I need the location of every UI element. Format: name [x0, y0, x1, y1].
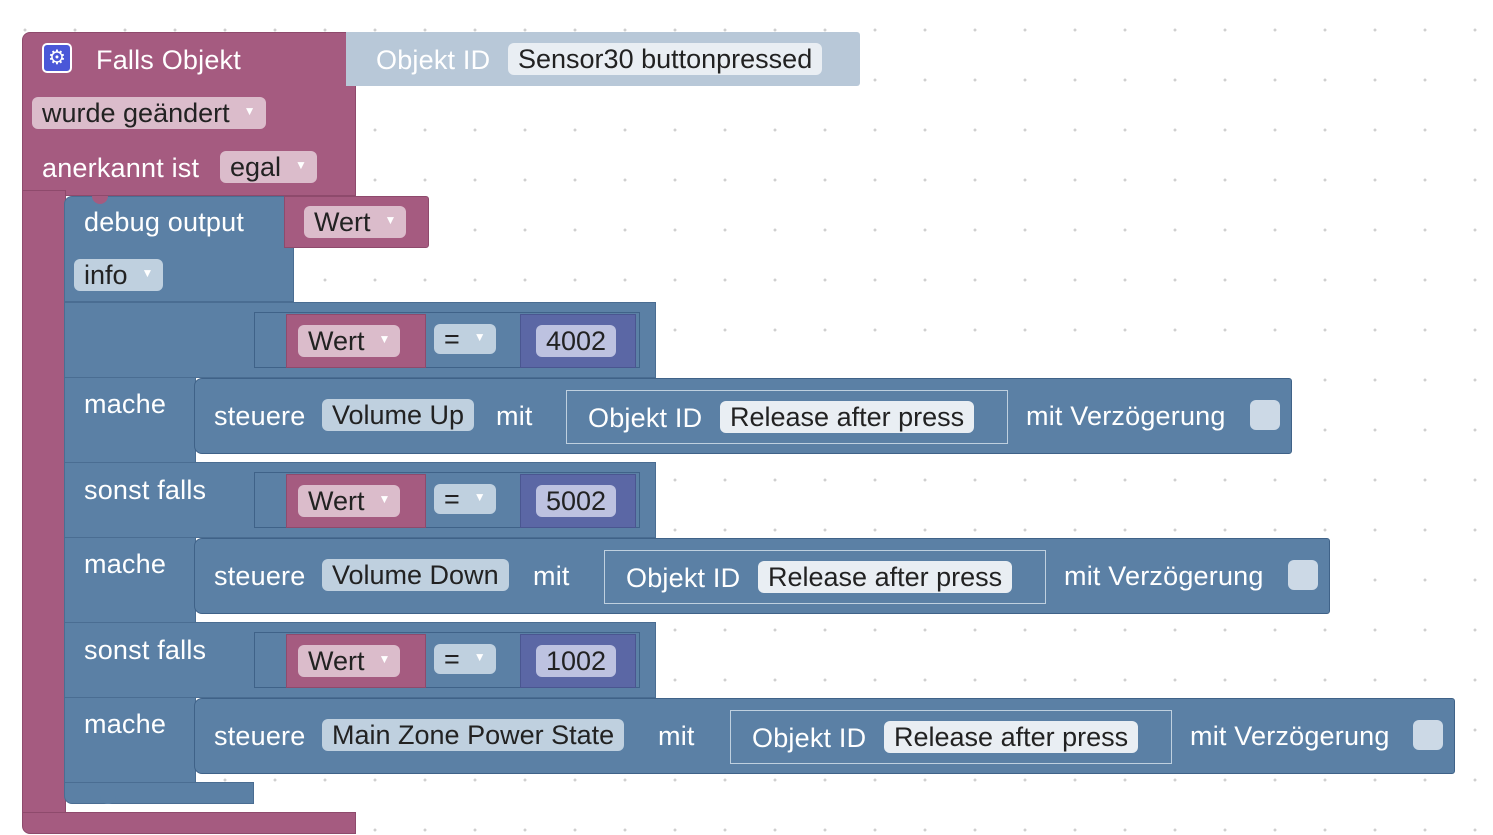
- steuere-obj-value-2[interactable]: Release after press: [758, 561, 1013, 593]
- trigger-dropdown[interactable]: wurde geändert ▼: [32, 97, 266, 129]
- connection-notch: [92, 196, 108, 204]
- ack-dropdown-value: egal: [230, 152, 282, 182]
- mache-label: mache: [84, 709, 167, 739]
- compare-var-value: Wert: [308, 646, 365, 676]
- steuere-obj-label: Objekt ID: [752, 723, 867, 753]
- compare-op-value: =: [444, 324, 460, 354]
- connection-notch: [100, 796, 116, 804]
- event-block-footer[interactable]: [22, 812, 356, 834]
- mache-label: mache: [84, 389, 167, 419]
- if-block-spine[interactable]: [64, 302, 196, 788]
- mit-label: mit: [658, 721, 695, 751]
- compare-op-dropdown-3[interactable]: = ▼: [434, 644, 496, 674]
- delay-checkbox-3[interactable]: [1413, 720, 1443, 750]
- compare-op-value: =: [444, 484, 460, 514]
- sonst-falls-label: sonst falls: [84, 475, 207, 505]
- dropdown-caret-icon: ▼: [141, 266, 154, 280]
- steuere-target-2[interactable]: Volume Down: [322, 559, 509, 591]
- debug-var-value: Wert: [314, 207, 371, 237]
- compare-op-value: =: [444, 644, 460, 674]
- dropdown-caret-icon: ▼: [473, 330, 486, 344]
- steuere-label: steuere: [214, 721, 306, 751]
- number-value-3[interactable]: 1002: [536, 645, 617, 677]
- compare-var-value: Wert: [308, 486, 365, 516]
- delay-checkbox-1[interactable]: [1250, 400, 1280, 430]
- debug-level-dropdown[interactable]: info ▼: [74, 259, 164, 291]
- event-block-spine[interactable]: [22, 190, 66, 816]
- dropdown-caret-icon: ▼: [473, 490, 486, 504]
- trigger-dropdown-value: wurde geändert: [42, 98, 230, 128]
- dropdown-caret-icon: ▼: [295, 158, 307, 172]
- delay-label: mit Verzögerung: [1064, 561, 1264, 591]
- steuere-obj-value-1[interactable]: Release after press: [720, 401, 975, 433]
- compare-var-dropdown-3[interactable]: Wert ▼: [298, 645, 401, 677]
- event-title: Falls Objekt: [96, 45, 241, 75]
- delay-label: mit Verzögerung: [1026, 401, 1226, 431]
- compare-var-dropdown-1[interactable]: Wert ▼: [298, 325, 401, 357]
- dropdown-caret-icon: ▼: [378, 492, 391, 506]
- dropdown-caret-icon: ▼: [243, 104, 256, 118]
- if-block-footer[interactable]: [64, 782, 254, 804]
- dropdown-caret-icon: ▼: [473, 650, 486, 664]
- number-value-1[interactable]: 4002: [536, 325, 617, 357]
- number-value-2[interactable]: 5002: [536, 485, 617, 517]
- compare-op-dropdown-2[interactable]: = ▼: [434, 484, 496, 514]
- steuere-label: steuere: [214, 401, 306, 431]
- steuere-target-3[interactable]: Main Zone Power State: [322, 719, 625, 751]
- object-id-label: Objekt ID: [376, 45, 491, 75]
- dropdown-caret-icon: ▼: [378, 332, 391, 346]
- mit-label: mit: [496, 401, 533, 431]
- steuere-label: steuere: [214, 561, 306, 591]
- steuere-target-1[interactable]: Volume Up: [322, 399, 475, 431]
- ack-dropdown[interactable]: egal ▼: [220, 151, 317, 183]
- compare-var-dropdown-2[interactable]: Wert ▼: [298, 485, 401, 517]
- debug-level-value: info: [84, 260, 128, 290]
- delay-checkbox-2[interactable]: [1288, 560, 1318, 590]
- dropdown-caret-icon: ▼: [384, 213, 397, 227]
- steuere-obj-label: Objekt ID: [626, 563, 741, 593]
- gear-icon[interactable]: ⚙: [42, 43, 72, 73]
- debug-var-dropdown[interactable]: Wert ▼: [304, 206, 407, 238]
- dropdown-caret-icon: ▼: [378, 652, 391, 666]
- compare-op-dropdown-1[interactable]: = ▼: [434, 324, 496, 354]
- steuere-obj-value-3[interactable]: Release after press: [884, 721, 1139, 753]
- compare-var-value: Wert: [308, 326, 365, 356]
- mache-label: mache: [84, 549, 167, 579]
- debug-label: debug output: [84, 207, 245, 237]
- object-id-value[interactable]: Sensor30 buttonpressed: [508, 43, 823, 75]
- ack-label: anerkannt ist: [42, 153, 200, 183]
- mit-label: mit: [533, 561, 570, 591]
- steuere-obj-label: Objekt ID: [588, 403, 703, 433]
- delay-label: mit Verzögerung: [1190, 721, 1390, 751]
- sonst-falls-label: sonst falls: [84, 635, 207, 665]
